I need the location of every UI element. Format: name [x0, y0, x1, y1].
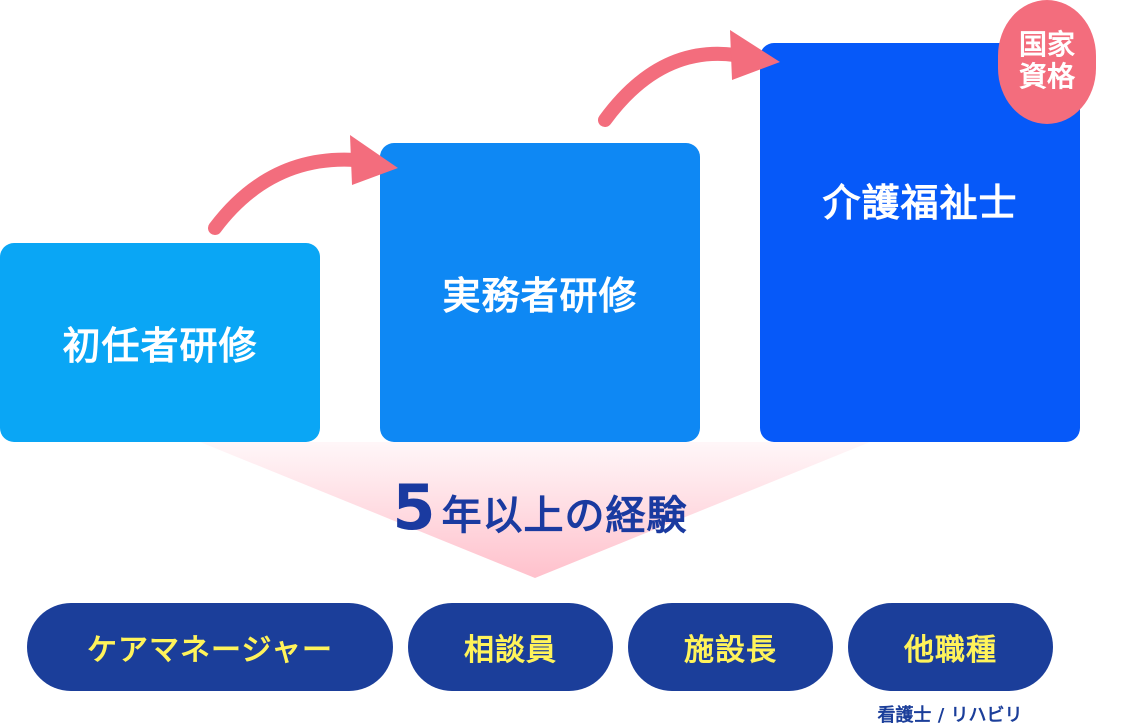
arrow-2-curve [598, 46, 742, 127]
other-professions-note: 看護士 / リハビリ [877, 705, 1023, 726]
arrow-1-curve [208, 152, 362, 235]
career-facility-director: 施設長 [628, 603, 833, 691]
step-jitsumusha-kenshu: 実務者研修 [380, 143, 700, 442]
career-counselor: 相談員 [408, 603, 613, 691]
badge-line-1: 国家 [1018, 28, 1075, 61]
career-label: 施設長 [684, 633, 777, 668]
career-care-manager: ケアマネージャー [27, 603, 393, 691]
career-label: ケアマネージャー [87, 633, 333, 668]
badge-line-2: 資格 [1018, 60, 1075, 93]
step-label: 実務者研修 [442, 274, 638, 318]
step-shoninsha-kenshu: 初任者研修 [0, 243, 320, 442]
career-label: 相談員 [464, 633, 557, 668]
career-other-professions: 他職種 [848, 603, 1053, 691]
step-label: 介護福祉士 [822, 181, 1018, 225]
step-label: 初任者研修 [62, 324, 258, 368]
experience-text: 年以上の経験 [441, 493, 688, 539]
career-label: 他職種 [904, 633, 997, 668]
experience-requirement: 5 年以上の経験 [300, 468, 780, 548]
experience-years: 5 [392, 471, 436, 544]
national-qualification-badge: 国家 資格 [998, 0, 1096, 124]
